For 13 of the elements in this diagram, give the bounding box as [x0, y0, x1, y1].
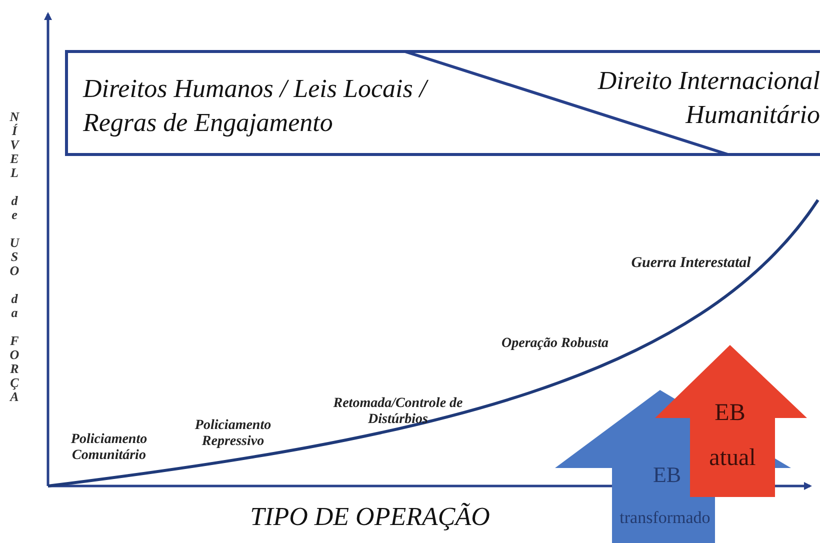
arrow-text: atual: [708, 445, 757, 472]
band-text: Direito Internacional Humanitário: [596, 65, 820, 131]
operation-label: Policiamento Repressivo: [194, 418, 272, 450]
arrow-text: EB: [652, 462, 682, 488]
arrow-text: transformado: [618, 508, 712, 528]
operation-label: Retomada/Controle de Distúrbios: [332, 396, 464, 428]
arrow-text: EB: [714, 400, 746, 427]
axis-title: NÍVEL de USO da FORÇA: [8, 108, 21, 405]
operation-label: Policiamento Comunitário: [70, 432, 148, 464]
operation-label: Operação Robusta: [500, 336, 610, 352]
axis-title: TIPO DE OPERAÇÃO: [249, 502, 491, 532]
operation-label: Guerra Interestatal: [630, 255, 752, 272]
band-text: Direitos Humanos / Leis Locais / Regras de Engajamento: [83, 73, 430, 139]
